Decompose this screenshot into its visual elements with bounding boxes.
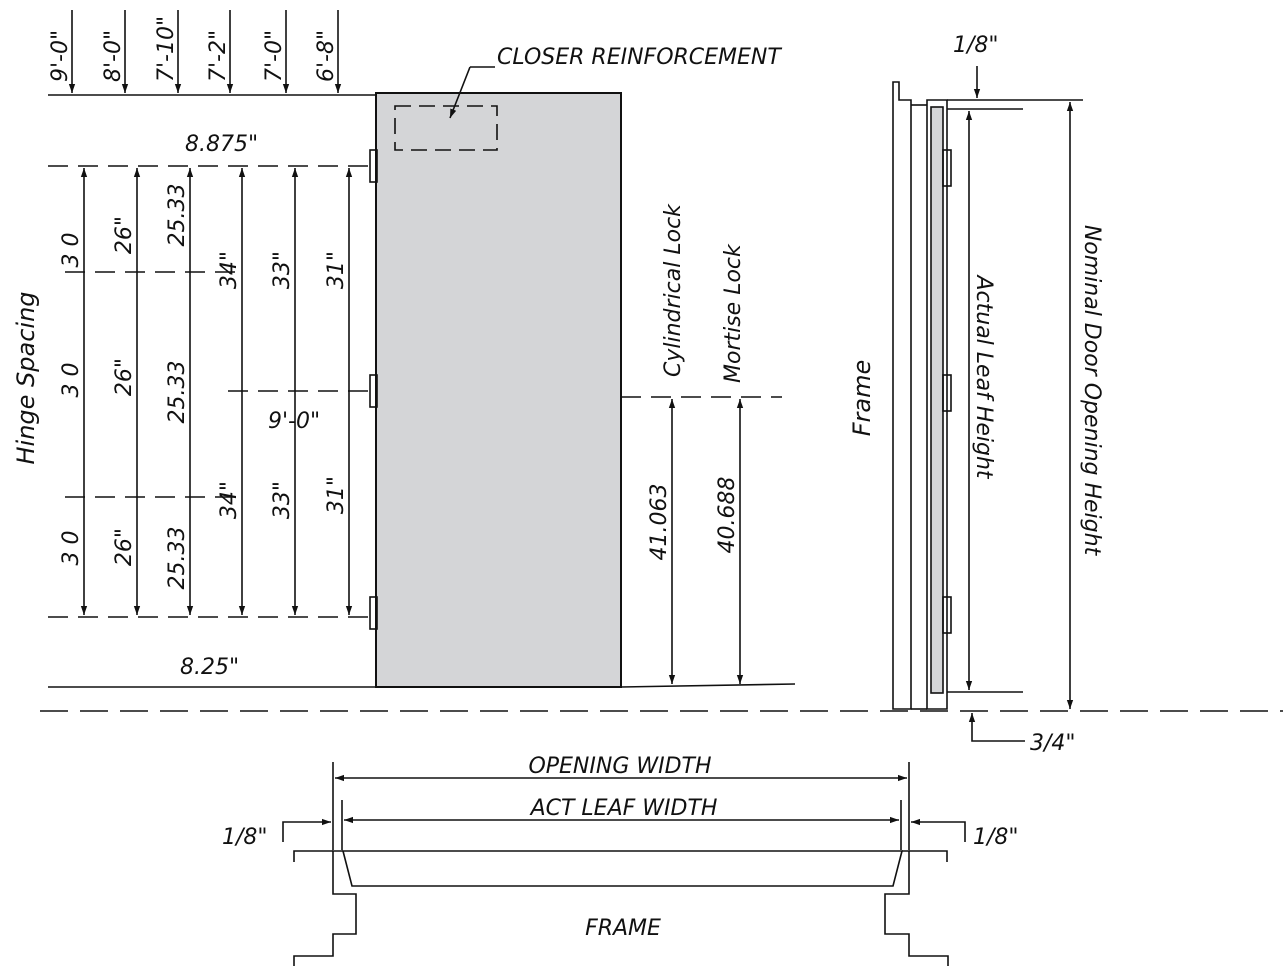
spacing-c5-1: 33"	[270, 251, 295, 289]
cylindrical-lock-label: Cylindrical Lock	[661, 203, 686, 377]
door-leaf	[375, 92, 622, 688]
height-label-7-0: 7'-0"	[262, 30, 287, 82]
height-label-7-10: 7'-10"	[154, 16, 179, 82]
left-gap-leader	[282, 818, 331, 842]
door-elevation	[48, 10, 796, 688]
height-label-8-0: 8'-0"	[101, 30, 126, 82]
spacing-c1-3: 3 0	[59, 531, 84, 566]
frame-side-label: Frame	[848, 360, 876, 437]
mortise-lock-dim-label: 40.688	[715, 477, 740, 554]
spacing-c4-2: 34"	[217, 481, 242, 519]
spacing-c3-1: 25.33	[165, 184, 190, 247]
section-door-leaf	[930, 106, 944, 694]
door-plan	[282, 762, 966, 966]
closer-leader-arrow	[449, 66, 471, 119]
closer-reinforcement-label: CLOSER REINFORCEMENT	[497, 45, 782, 70]
frame-section	[892, 66, 1083, 742]
plan-frame-right-return	[909, 850, 948, 862]
spacing-c2-1: 26"	[112, 216, 137, 254]
cyl-lock-dim-label: 41.063	[647, 484, 672, 561]
mortise-lock-label: Mortise Lock	[721, 243, 746, 383]
frame-profile-outer	[892, 81, 912, 710]
plan-frame-left-return	[293, 850, 333, 862]
nominal-opening-height-label: Nominal Door Opening Height	[1079, 225, 1104, 557]
spacing-c4-1: 34"	[217, 251, 242, 289]
hinge-spacing-label: Hinge Spacing	[12, 291, 40, 464]
bottom-gap-leader	[968, 713, 1025, 742]
section-hinge-bottom	[942, 596, 952, 634]
actual-leaf-height-label: Actual Leaf Height	[971, 273, 996, 479]
lock-floor-line	[620, 683, 796, 688]
top-gap-label: 1/8"	[953, 33, 999, 58]
bottom-offset-label: 8.25"	[180, 655, 239, 680]
height-label-9-0: 9'-0"	[48, 30, 73, 82]
opening-width-label: OPENING WIDTH	[528, 754, 711, 779]
spacing-c6-1: 31"	[324, 251, 349, 289]
spacing-c6-2: 31"	[324, 476, 349, 514]
act-leaf-width-label: ACT LEAF WIDTH	[529, 796, 718, 821]
spacing-c2-3: 26"	[112, 528, 137, 566]
section-hinge-top	[942, 149, 952, 187]
section-hinge-middle	[942, 374, 952, 412]
plan-door-leaf	[341, 850, 904, 887]
plan-frame-left	[293, 850, 357, 966]
plan-frame-right	[884, 850, 949, 966]
height-label-7-2: 7'-2"	[206, 30, 231, 82]
right-gap-leader	[911, 818, 966, 842]
spacing-c3-2: 25.33	[165, 361, 190, 424]
spacing-c2-2: 26"	[112, 358, 137, 396]
spacing-c1-1: 3 0	[59, 233, 84, 268]
frame-plan-label: FRAME	[585, 916, 661, 941]
overall-height-label: 9'-0"	[268, 409, 320, 434]
height-label-6-8: 6'-8"	[314, 30, 339, 82]
spacing-c3-3: 25.33	[165, 527, 190, 590]
right-gap-label: 1/8"	[973, 825, 1019, 850]
hinge-middle	[369, 374, 378, 408]
spacing-c1-2: 3 0	[59, 363, 84, 398]
hinge-top	[369, 149, 378, 183]
top-offset-label: 8.875"	[185, 132, 258, 157]
bottom-gap-label: 3/4"	[1030, 731, 1076, 756]
left-gap-label: 1/8"	[222, 825, 268, 850]
hinge-bottom	[369, 596, 378, 630]
spacing-c5-2: 33"	[270, 481, 295, 519]
closer-reinforcement-box	[394, 105, 498, 151]
